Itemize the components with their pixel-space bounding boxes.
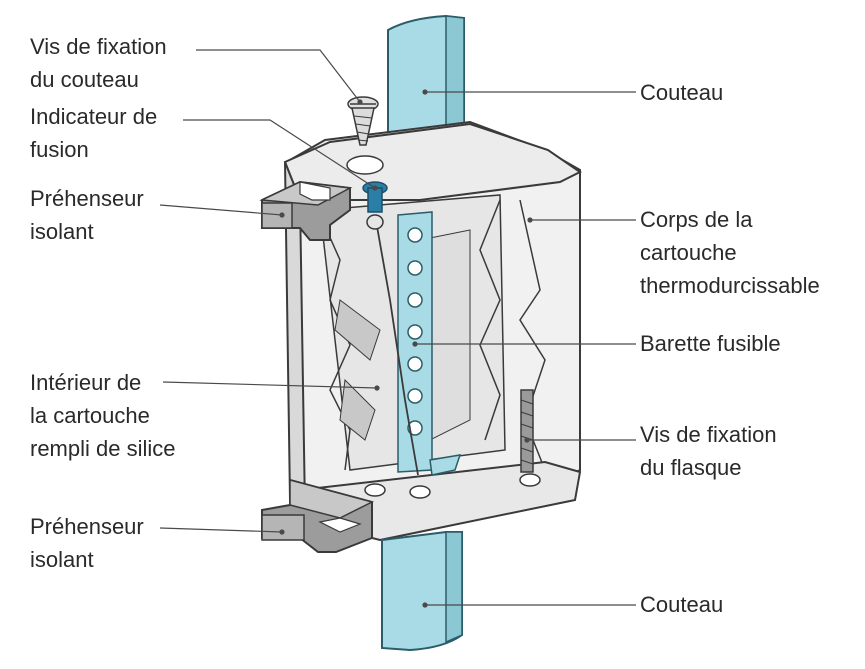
fusion-indicator	[362, 181, 388, 230]
leader-lines	[159, 49, 636, 608]
indicator-wire	[374, 214, 419, 476]
label-barette-fusible: Barette fusible	[640, 331, 781, 356]
label-prehenseur-bas: Préhenseur isolant	[30, 514, 144, 572]
label-vis-fixation-flasque: Vis de fixation du flasque	[640, 422, 777, 480]
lower-insulated-gripper	[261, 478, 375, 553]
label-couteau-bas: Couteau	[640, 592, 724, 617]
label-couteau-haut: Couteau	[640, 80, 724, 105]
label-prehenseur-haut: Préhenseur isolant	[30, 186, 144, 244]
upper-insulated-gripper	[259, 180, 353, 241]
label-vis-fixation-couteau: Vis de fixation du couteau	[30, 34, 167, 92]
label-corps-cartouche: Corps de la cartouche thermodurcissable	[640, 207, 820, 298]
knife-fixing-screw	[346, 96, 384, 175]
label-interieur-cartouche: Intérieur de la cartouche rempli de sili…	[30, 370, 176, 461]
label-indicateur-fusion: Indicateur de fusion	[30, 104, 158, 162]
lower-blade	[381, 531, 463, 652]
